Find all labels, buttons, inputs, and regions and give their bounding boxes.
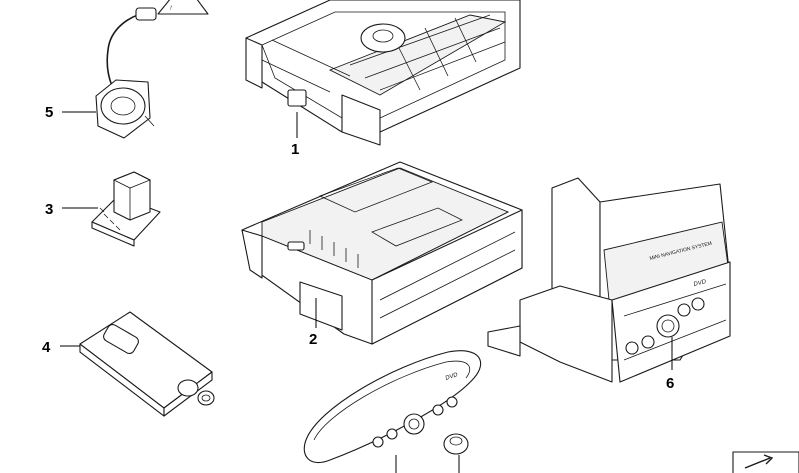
part-5-antenna-amplifier[interactable]	[95, 7, 157, 139]
callout-4[interactable]: 4	[42, 339, 51, 356]
part-3-relay-module[interactable]	[91, 171, 161, 247]
callout-6[interactable]: 6	[666, 375, 674, 392]
part-6-navigation-display[interactable]: MINI NAVIGATION SYSTEM DVD	[487, 177, 731, 383]
arrow-corner-icon	[732, 451, 799, 473]
part-2-navigation-computer[interactable]	[241, 161, 523, 345]
remote-control[interactable]: DVD	[303, 350, 482, 464]
callout-1[interactable]: 1	[291, 141, 299, 158]
svg-text:!: !	[170, 6, 172, 12]
warning-triangle-icon: !	[157, 0, 209, 15]
spare-knob[interactable]	[443, 433, 469, 455]
callout-5[interactable]: 5	[45, 104, 53, 121]
dvd-logo-main: DVD	[693, 279, 707, 288]
callout-2[interactable]: 2	[309, 331, 317, 348]
part-1-dvd-drive[interactable]	[245, 0, 521, 146]
dvd-logo-remote: DVD	[445, 372, 460, 382]
callout-3[interactable]: 3	[45, 201, 53, 218]
part-4-control-unit[interactable]	[79, 311, 215, 417]
